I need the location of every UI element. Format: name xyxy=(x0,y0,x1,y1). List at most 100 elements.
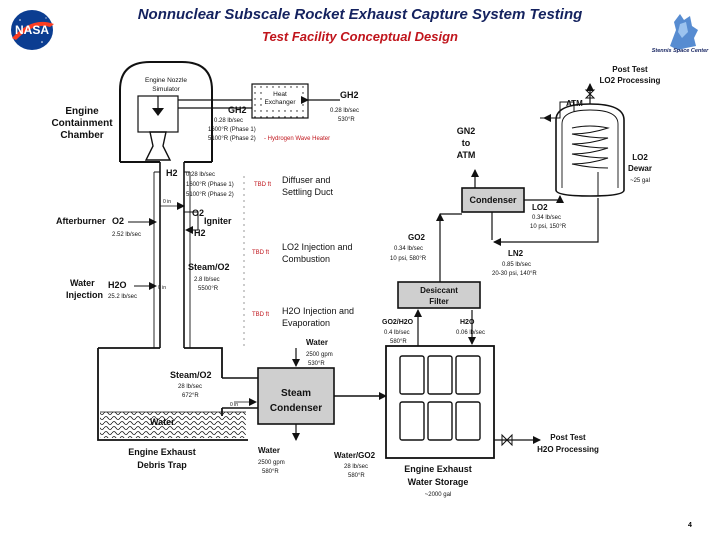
water-injection-label-1: Water xyxy=(70,278,95,288)
ln2-conditions: 20-30 psi, 140°R xyxy=(492,271,537,277)
condenser-label: Condenser xyxy=(469,195,517,205)
h2o-right-flow: 0.06 lb/sec xyxy=(456,330,485,336)
igniter-label: Igniter xyxy=(204,216,232,226)
condenser xyxy=(461,187,525,213)
gh2-right-flow: 0.28 lb/sec xyxy=(330,108,359,114)
h2-temp-2: 5100°R (Phase 2) xyxy=(186,192,234,198)
heat-exchanger-label-2: Exchanger xyxy=(264,99,296,106)
steam-o2-label: Steam/O2 xyxy=(188,262,230,272)
h2o-injection-label-2: Evaporation xyxy=(282,318,330,328)
go2-h2o-flow: 0.4 lb/sec xyxy=(384,330,410,336)
diffuser-label-2: Settling Duct xyxy=(282,187,334,197)
go2-label: GO2 xyxy=(408,233,425,242)
post-test-h2o-label-1: Post Test xyxy=(550,433,586,442)
debris-trap-tank xyxy=(97,347,248,441)
gn2-label-1: GN2 xyxy=(457,126,476,136)
nasa-logo-text: NASA xyxy=(15,23,49,37)
storage-label-1: Engine Exhaust xyxy=(404,464,472,474)
containment-chamber xyxy=(119,61,213,162)
stennis-logo-icon xyxy=(670,14,698,50)
diffuser-tbd: TBD ft xyxy=(254,182,271,188)
lo2-mid-flow: 0.34 lb/sec xyxy=(532,215,561,221)
page-subtitle: Test Facility Conceptual Design xyxy=(261,29,458,44)
water-top-flow: 2500 gpm xyxy=(306,352,333,358)
pool-water-label: Water xyxy=(150,417,175,427)
dim-label-c: 0 in xyxy=(230,402,238,408)
gh2-left-label: GH2 xyxy=(228,105,247,115)
storage-volume: ~2000 gal xyxy=(425,492,452,498)
h2-temp-1: 1600°R (Phase 1) xyxy=(186,182,234,188)
desiccant-label-2: Filter xyxy=(429,297,449,306)
ssc-caption: Stennis Space Center xyxy=(651,48,709,54)
lo2-dewar xyxy=(555,103,625,197)
gh2-left-temp-2: 5100°R (Phase 2) xyxy=(208,136,256,142)
lo2-injection-label-1: LO2 Injection and xyxy=(282,242,353,252)
post-test-lo2-label-1: Post Test xyxy=(612,65,648,74)
rocket-nozzle xyxy=(144,131,172,161)
water-go2-flow: 28 lb/sec xyxy=(344,464,368,470)
gh2-left-temp-1: 1600°R (Phase 1) xyxy=(208,127,256,133)
gh2-left-flow: 0.28 lb/sec xyxy=(214,118,243,124)
h2-flow: 0.28 lb/sec xyxy=(186,172,215,178)
nozzle-label-2: Simulator xyxy=(152,86,180,93)
ln2-flow: 0.85 lb/sec xyxy=(502,262,531,268)
go2-conditions: 10 psi, 580°R xyxy=(390,256,427,262)
lo2-mid-conditions: 10 psi, 150°R xyxy=(530,224,567,230)
h2o-label: H2O xyxy=(108,280,127,290)
debris-trap-label-2: Debris Trap xyxy=(137,460,187,470)
post-test-lo2-label-2: LO2 Processing xyxy=(600,76,661,85)
steam-condenser-label-2: Condenser xyxy=(270,403,322,414)
diffuser-label-1: Diffuser and xyxy=(282,175,330,185)
storage-label-2: Water Storage xyxy=(408,477,469,487)
water-bottom-temp: 580°R xyxy=(262,469,279,475)
desiccant-filter xyxy=(397,281,481,309)
water-storage-tank xyxy=(385,345,495,459)
desiccant-label-1: Desiccant xyxy=(420,286,458,295)
engine-chamber-label-1: Engine xyxy=(65,106,99,117)
steam-condenser-label-1: Steam xyxy=(281,388,311,399)
water-go2-temp: 580°R xyxy=(348,473,365,479)
h2o-valve-icon xyxy=(501,433,513,447)
post-test-h2o-label-2: H2O Processing xyxy=(537,445,599,454)
cooling-coil xyxy=(571,125,610,169)
steam-o2-low-temp: 672°R xyxy=(182,393,199,399)
h2o-injection-label-1: H2O Injection and xyxy=(282,306,354,316)
steam-o2-temp: 5500°R xyxy=(198,286,219,292)
steam-o2-low-label: Steam/O2 xyxy=(170,370,212,380)
gn2-label-3: ATM xyxy=(457,150,476,160)
engine-chamber-label-3: Chamber xyxy=(60,130,103,141)
lo2-dewar-label-2: Dewar xyxy=(628,164,652,173)
water-bottom-flow: 2500 gpm xyxy=(258,460,285,466)
gh2-right-temp: 530°R xyxy=(338,117,355,123)
dim-label-b: 0 in xyxy=(158,285,166,291)
lo2-injection-tbd: TBD ft xyxy=(252,250,269,256)
heat-exchanger-label-1: Heat xyxy=(273,91,287,98)
lo2-injection-label-2: Combustion xyxy=(282,254,330,264)
lo2-valve-icon xyxy=(584,89,596,99)
h2o-right-label: H2O xyxy=(460,319,475,326)
h2o-flow: 25.2 lb/sec xyxy=(108,294,137,300)
water-bottom-label: Water xyxy=(258,446,280,455)
h2-label: H2 xyxy=(166,168,178,178)
lo2-mid-label: LO2 xyxy=(532,203,548,212)
steam-o2-flow: 2.8 lb/sec xyxy=(194,277,220,283)
gh2-right-label: GH2 xyxy=(340,90,359,100)
gn2-label-2: to xyxy=(462,138,471,148)
debris-trap-label-1: Engine Exhaust xyxy=(128,447,196,457)
atm-label: ATM xyxy=(566,99,583,108)
h2-inner-label: H2 xyxy=(194,228,206,238)
o2-label: O2 xyxy=(112,216,124,226)
o2-inner-label: O2 xyxy=(192,208,204,218)
pool-water xyxy=(100,412,246,438)
water-top-temp: 530°R xyxy=(308,361,325,367)
ln2-label: LN2 xyxy=(508,249,524,258)
lo2-dewar-label-1: LO2 xyxy=(632,153,648,162)
dim-label-a: 0 in xyxy=(163,199,171,205)
water-injection-label-2: Injection xyxy=(66,290,103,300)
water-go2-label: Water/GO2 xyxy=(334,451,376,460)
lo2-dewar-volume: ~25 gal xyxy=(630,178,650,184)
water-top-label: Water xyxy=(306,338,328,347)
nasa-logo-icon: NASA xyxy=(11,10,54,50)
o2-flow: 2.52 lb/sec xyxy=(112,232,141,238)
